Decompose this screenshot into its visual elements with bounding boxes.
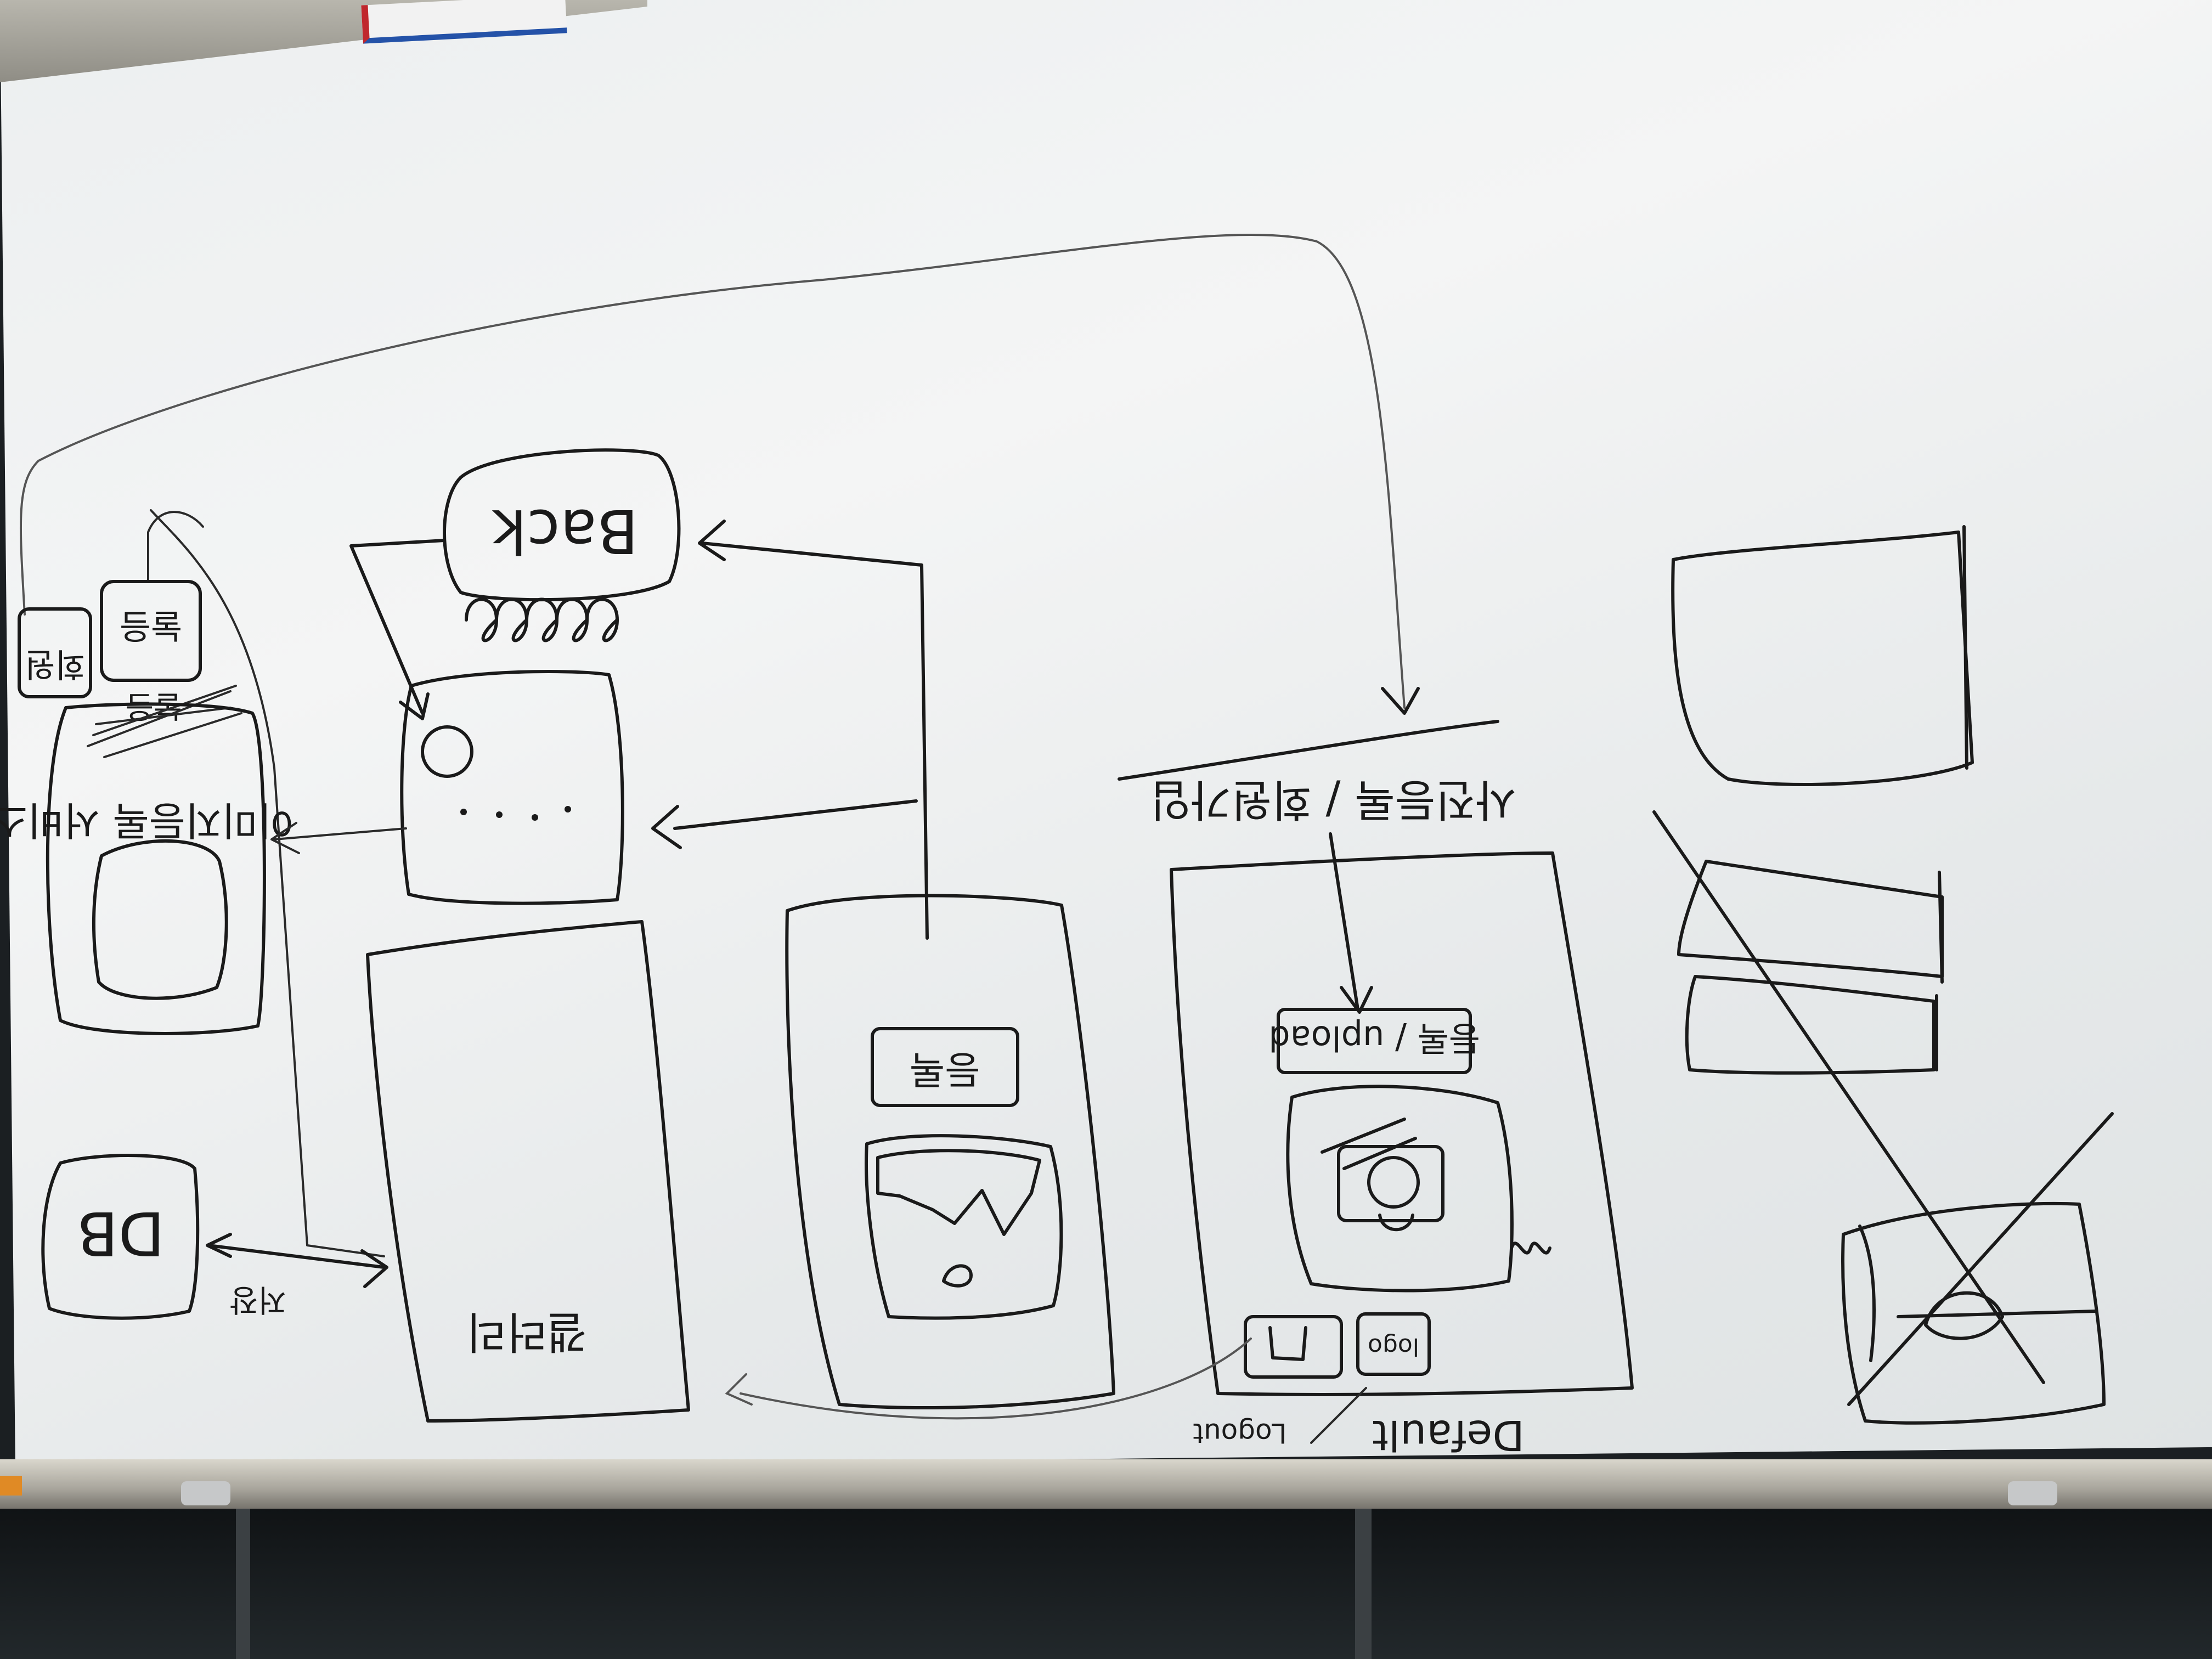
upload-button[interactable]	[1277, 1008, 1472, 1074]
button-1[interactable]	[18, 607, 92, 698]
register-card-label: 등록	[910, 1047, 980, 1092]
profile-to-gallery-arrow	[273, 827, 407, 840]
store-label: 저장	[229, 1282, 286, 1317]
logout-pointer	[1310, 1387, 1367, 1444]
default-screen: 등록 / upload logo Default Logout	[1170, 851, 1634, 1460]
button-2[interactable]	[100, 580, 202, 682]
arrowhead	[651, 805, 682, 849]
tray-clip	[2008, 1481, 2057, 1505]
db-box: DB	[41, 1154, 200, 1320]
back-box-loops	[465, 597, 619, 642]
service-label: 이미지등록 서비스	[0, 797, 294, 843]
button-2-label: 등록	[120, 607, 182, 647]
home-button[interactable]	[1244, 1315, 1343, 1379]
register-button[interactable]	[871, 1027, 1019, 1107]
camera-icon	[1337, 1145, 1444, 1222]
camera-frame	[1286, 1085, 1514, 1293]
tray-clip	[181, 1481, 230, 1505]
register-image	[865, 1134, 1063, 1320]
home-to-gallery-curve	[740, 1338, 1252, 1420]
logo-button[interactable]	[1356, 1312, 1431, 1376]
store-to-back-arrow	[701, 541, 929, 940]
pin-icon	[942, 1264, 973, 1288]
arrowhead	[725, 1373, 753, 1406]
marker-tray	[0, 1459, 2212, 1509]
back-to-gallery-arrow	[349, 539, 446, 715]
back-label: Back	[492, 496, 638, 566]
tray-cap	[0, 1476, 22, 1496]
header-label: 사진등록 / 회원가입	[1150, 774, 1516, 825]
db-label: DB	[77, 1198, 165, 1268]
upload-label: 등록 / upload	[1268, 1018, 1480, 1058]
cross-out-line	[1652, 810, 2045, 1384]
store-to-profile-arrow	[673, 799, 918, 830]
gallery-label: 갤러리	[466, 1306, 588, 1357]
image-placeholder	[92, 839, 228, 1000]
window-post	[1355, 1509, 1372, 1659]
arrowhead	[360, 1249, 388, 1288]
header-to-upload-arrow	[1329, 832, 1359, 1011]
arrowhead-down	[1381, 687, 1420, 715]
db-gallery-arrow	[207, 1244, 386, 1269]
logout-label: Logout	[1193, 1417, 1286, 1449]
default-label: Default	[1372, 1411, 1525, 1460]
header-underline	[1118, 720, 1499, 781]
register-image-inner	[876, 1149, 1041, 1236]
user-icon	[421, 725, 473, 778]
back-box: Back	[443, 448, 681, 642]
arrowhead	[270, 822, 300, 854]
logo-label: logo	[1368, 1333, 1419, 1361]
button-1-label: 회원	[25, 645, 85, 683]
alt-layout-sketch	[1652, 525, 2114, 1425]
scribble	[87, 685, 242, 758]
register-card: 등록	[785, 894, 1115, 1409]
profile-card	[400, 670, 624, 905]
cross-out-line	[1847, 1112, 2114, 1406]
arrowhead	[698, 520, 726, 561]
window-area	[0, 1509, 2212, 1659]
home-icon	[1268, 1326, 1307, 1361]
window-post	[236, 1509, 250, 1659]
gallery-main: 갤러리	[366, 920, 690, 1423]
gallery-card: 회원 등록 등록 이미지등록 서비스	[0, 509, 385, 1257]
arrowhead	[206, 1233, 232, 1258]
top-connector-arrow	[19, 234, 1406, 709]
arrowhead	[1340, 986, 1373, 1014]
